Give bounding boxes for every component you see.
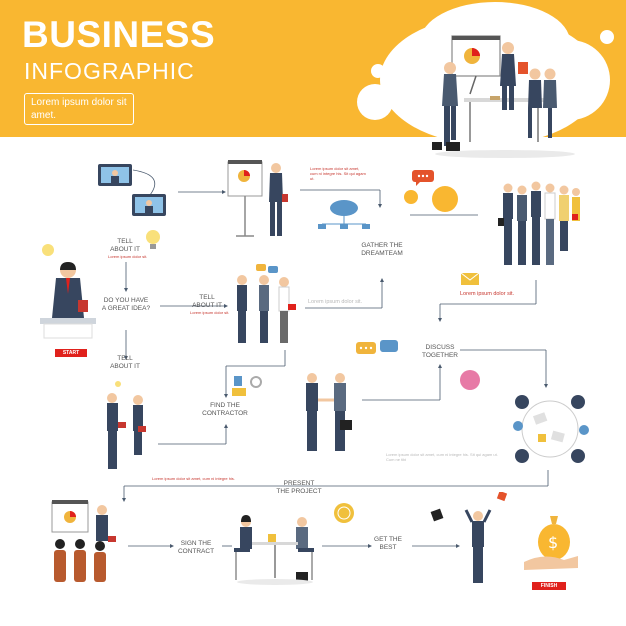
gather-note: Lorem ipsum dolor sit amet, cum ni integ… — [310, 166, 366, 181]
presenter-illustration — [227, 160, 288, 237]
dreamteam-illustration — [498, 181, 580, 265]
cloud-bubble — [371, 64, 385, 78]
avatar-icon — [432, 186, 458, 212]
tell-about-mid-label: TELL ABOUT IT — [192, 294, 222, 309]
meeting-scene-illustration — [432, 35, 575, 158]
tell-about-bottom-label: TELL ABOUT IT — [110, 355, 140, 370]
lorem-note-gray: Lorem ipsum dolor sit. — [308, 299, 363, 305]
cloud-network-icon — [318, 200, 370, 229]
avatar-icon — [404, 190, 418, 204]
finish-badge: FINISH — [532, 582, 566, 590]
lorem-note-present: Lorem ipsum dolor sit amet, cum ni integ… — [152, 476, 235, 481]
winner-illustration — [430, 492, 508, 583]
chat-bubbles-icon — [356, 340, 398, 354]
couple-illustration — [107, 381, 146, 469]
round-table-meeting-illustration — [513, 395, 589, 463]
svg-text:$: $ — [548, 533, 558, 552]
sign-contract-illustration — [234, 515, 314, 585]
lightbulb-icon — [146, 230, 160, 249]
audience-presentation-illustration — [51, 500, 116, 582]
discuss-label: DISCUSS TOGETHER — [422, 344, 458, 359]
page-subtitle: INFOGRAPHIC — [24, 58, 195, 84]
tell-mid-note: Lorem ipsum dolor sit. — [190, 310, 230, 315]
cloud-bubble — [357, 84, 393, 120]
award-coin-icon — [334, 503, 354, 523]
contractor-tools-icon — [232, 376, 262, 396]
sign-label: SIGN THE CONTRACT — [177, 540, 215, 555]
start-person-illustration — [40, 244, 96, 339]
cloud-bubble — [600, 30, 614, 44]
present-label: PRESENT THE PROJECT — [276, 480, 322, 495]
gather-label: GATHER THE DREAMTEAM — [361, 242, 403, 257]
team-of-three-illustration — [237, 264, 296, 343]
get-best-label: GET THE BEST — [374, 536, 402, 551]
find-contractor-label: FIND THE CONTRACTOR — [202, 402, 248, 417]
handshake-illustration — [306, 373, 352, 451]
start-badge: START — [55, 349, 87, 357]
lorem-note-long: Lorem ipsum dolor sit amet, cum ni integ… — [386, 452, 498, 462]
tell-note: Lorem ipsum dolor sit. — [108, 254, 148, 259]
chat-bubble-icon — [412, 170, 434, 186]
header-lorem-box: Lorem ipsum dolor sit amet. — [24, 93, 134, 125]
video-call-icon — [98, 164, 166, 216]
avatar-icon — [460, 370, 480, 390]
great-idea-label: DO YOU HAVE A GREAT IDEA? — [101, 297, 151, 312]
cloud-bubble — [516, 10, 524, 18]
envelope-icon — [461, 273, 479, 285]
money-bag-icon: $ — [524, 516, 578, 570]
page-title: BUSINESS — [22, 14, 216, 55]
lorem-note-red: Lorem ipsum dolor sit. — [460, 291, 515, 297]
tell-about-top-label: TELL ABOUT IT — [110, 238, 140, 253]
